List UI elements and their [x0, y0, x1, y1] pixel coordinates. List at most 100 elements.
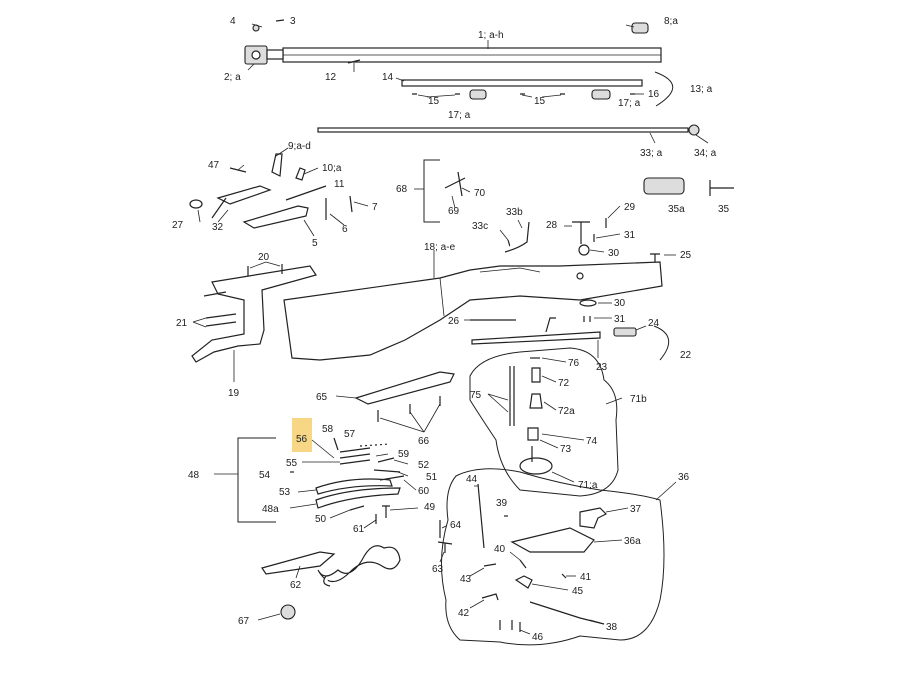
ramrod-pipe-2	[591, 89, 611, 100]
hammer-37	[579, 507, 608, 529]
washer-30	[579, 299, 597, 307]
lockplate-48a	[315, 487, 401, 509]
group-68	[414, 159, 471, 223]
label-54: 54	[259, 470, 271, 481]
label-19: 19	[228, 388, 240, 399]
screw-25	[650, 253, 660, 262]
label-50: 50	[315, 514, 327, 525]
trigger-plate-62	[261, 551, 336, 575]
part-45	[514, 575, 533, 589]
label-1: 1; a-h	[478, 30, 504, 41]
label-69: 69	[448, 206, 460, 217]
label-43: 43	[460, 574, 472, 585]
label-63: 63	[432, 564, 444, 575]
label-11: 11	[334, 179, 345, 190]
label-62: 62	[290, 580, 302, 591]
rear-sight	[347, 59, 361, 64]
part-57	[339, 447, 371, 465]
label-27: 27	[172, 220, 184, 231]
label-73: 73	[560, 444, 572, 455]
label-75: 75	[470, 390, 482, 401]
label-29: 29	[624, 202, 636, 213]
label-48: 48	[188, 470, 200, 481]
label-64: 64	[450, 520, 462, 531]
trigger-guard-62	[317, 545, 401, 583]
part-35	[709, 180, 734, 196]
part-60	[379, 475, 405, 481]
part-51	[373, 469, 401, 473]
label-20: 20	[258, 252, 270, 263]
label-31a: 31	[624, 230, 636, 241]
part-42	[481, 593, 499, 601]
label-35: 35	[718, 204, 730, 215]
label-36: 36	[678, 472, 690, 483]
label-15a: 15	[428, 96, 440, 107]
label-30b: 30	[614, 298, 626, 309]
mainspring-53	[315, 478, 393, 495]
label-15b: 15	[534, 96, 546, 107]
part-labels: 1; a-h 2; a 3 4 8;a 12 13; a 14 15 15 16…	[172, 16, 730, 643]
label-16: 16	[648, 89, 660, 100]
label-59: 59	[398, 449, 410, 460]
buttplate-19	[191, 265, 317, 363]
highlight-box	[292, 418, 312, 452]
label-66: 66	[418, 436, 430, 447]
label-71b: 71b	[630, 394, 647, 405]
screws-66	[377, 396, 441, 422]
part-52	[377, 457, 395, 463]
screw-63	[437, 541, 453, 553]
label-33a: 33; a	[640, 148, 663, 159]
part-43	[483, 563, 497, 567]
part-72	[531, 367, 541, 383]
screws-46	[499, 620, 521, 632]
label-48a: 48a	[262, 504, 279, 515]
label-71a: 71;a	[578, 480, 598, 491]
label-44: 44	[466, 474, 478, 485]
part-67	[280, 604, 296, 620]
label-68: 68	[396, 184, 408, 195]
part-10	[295, 167, 306, 181]
lower-left-parts	[257, 520, 453, 621]
label-2: 2; a	[224, 72, 241, 83]
label-55: 55	[286, 458, 298, 469]
label-42: 42	[458, 608, 470, 619]
label-26: 26	[448, 316, 460, 327]
label-65: 65	[316, 392, 328, 403]
front-sight	[631, 22, 649, 34]
screw-20	[247, 264, 283, 276]
label-28: 28	[546, 220, 558, 231]
label-37: 37	[630, 504, 642, 515]
part-44	[477, 483, 485, 549]
label-8: 8;a	[664, 16, 678, 27]
label-33b: 33b	[506, 207, 523, 218]
label-76: 76	[568, 358, 580, 369]
sideplate-group	[335, 371, 455, 433]
label-21: 21	[176, 318, 188, 329]
label-5: 5	[312, 238, 318, 249]
ramrod-group	[317, 124, 709, 144]
label-34: 34; a	[694, 148, 717, 159]
group-71b	[469, 347, 623, 497]
label-24: 24	[648, 318, 660, 329]
label-49: 49	[424, 502, 436, 513]
label-17b: 17; a	[618, 98, 641, 109]
label-36a: 36a	[624, 536, 641, 547]
group-36	[441, 468, 677, 646]
label-14: 14	[382, 72, 394, 83]
part-40	[519, 559, 527, 569]
group-48	[214, 418, 419, 529]
label-70: 70	[474, 188, 486, 199]
label-67: 67	[238, 616, 250, 627]
label-60: 60	[418, 486, 430, 497]
label-56: 56	[296, 434, 308, 445]
label-10: 10;a	[322, 163, 342, 174]
label-40: 40	[494, 544, 506, 555]
part-73	[527, 427, 539, 441]
label-45: 45	[572, 586, 584, 597]
label-38: 38	[606, 622, 618, 633]
part-58	[333, 437, 339, 451]
part-28	[572, 221, 590, 244]
rib-group	[395, 71, 674, 107]
label-51: 51	[426, 472, 438, 483]
